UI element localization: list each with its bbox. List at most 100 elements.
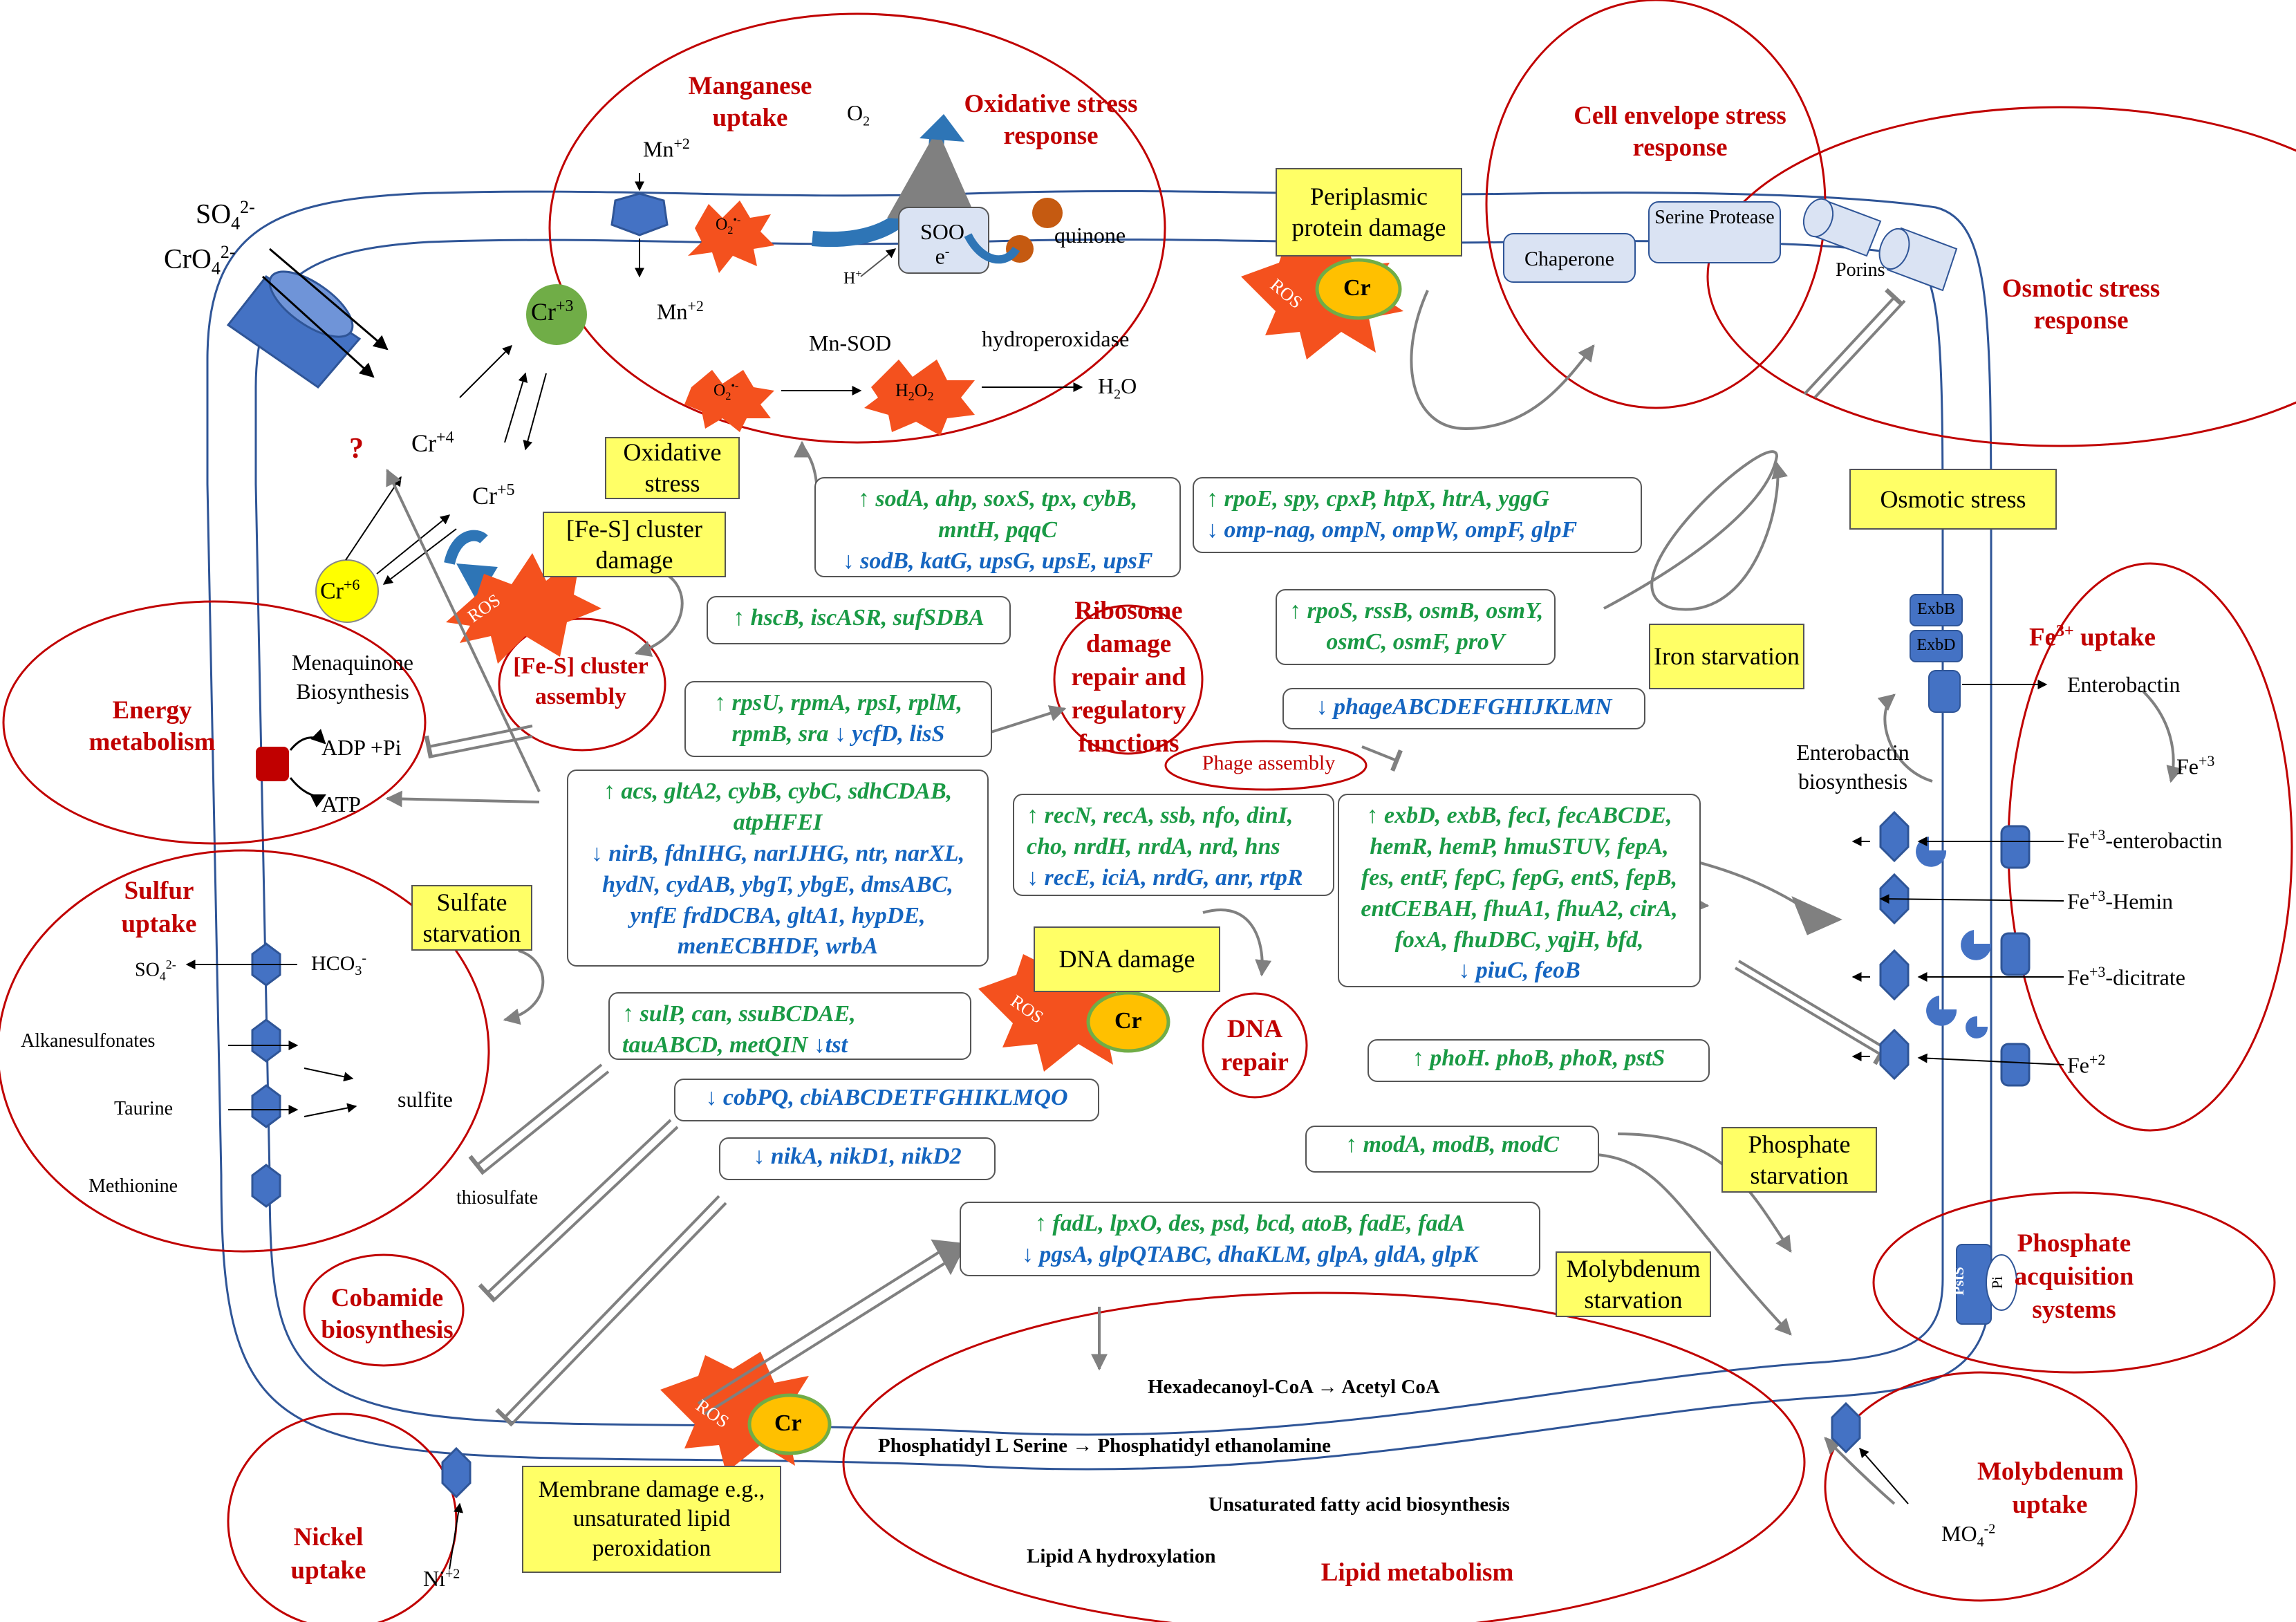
gene-line: ↑ fadL, lpxO, des, psd, bcd, atoB, fadE,… (1034, 1211, 1466, 1236)
gene-line: ↑ rpoE, spy, cpxP, htpX, htrA, yggG (1206, 486, 1549, 512)
gene-line: entCEBAH, fhuA1, fhuA2, cirA, (1361, 895, 1678, 922)
genes-envelope: ↑ rpoE, spy, cpxP, htpX, htrA, yggG ↓ omp… (1193, 477, 1642, 553)
gene-line: cho, nrdH, nrdA, nrd, hns (1027, 833, 1280, 859)
genes-ribosome: ↑ rpsU, rpmA, rpsI, rplM,rpmB, sra ↓ ycf… (684, 681, 992, 757)
gene-line: ↓ sodB, katG, upsG, upsE, upsF (842, 548, 1153, 574)
label-o2-superoxide-2: O2•- (713, 380, 739, 402)
box-phosphate-starvation: Phosphate starvation (1721, 1127, 1877, 1193)
label-hydroperoxidase: hydroperoxidase (982, 326, 1130, 351)
label-porins: Porins (1836, 259, 1885, 281)
gene-line: ↓ omp-nag, ompN, ompW, ompF, glpF (1206, 516, 1578, 543)
label-taurine: Taurine (114, 1098, 174, 1119)
gene-line: mntH, pqqC (938, 516, 1057, 543)
gene-line: ↓ recE, iciA, nrdG, anr, rtpR (1027, 864, 1303, 891)
gene-line: ↑ acs, gltA2, cybB, cybC, sdhCDAB, (603, 779, 953, 804)
gene-line: foxA, fhuDBC, yqjH, bfd, (1394, 926, 1644, 953)
gene-line: ↑ recN, recA, ssb, nfo, dinI, (1027, 803, 1294, 828)
label-h2o2: H2O2 (895, 380, 934, 404)
gene-line: tauABCD, metQIN ↓tst (622, 1032, 848, 1058)
region-ribosome: Ribosome damage repair and regulatory fu… (1071, 597, 1186, 758)
label-so4: SO42- (196, 197, 255, 234)
label-psts: PstS (1949, 1267, 1967, 1296)
nickel-transporter-icon (441, 1446, 472, 1499)
genes-cobamide: ↓ cobPQ, cbiABCDETFGHIKLMQO (674, 1079, 1099, 1121)
porins-icon (1802, 198, 1958, 292)
gene-line: ↑ sodA, ahp, soxS, tpx, cybB, (857, 486, 1138, 512)
fe-transporter-icons (1879, 810, 2031, 1087)
gene-line: menECBHDF, wrbA (677, 933, 879, 960)
label-cr4: Cr+4 (411, 429, 454, 457)
sulfate-transporter-icon (226, 270, 362, 389)
label-atp: ATP (321, 792, 361, 817)
gene-line: osmC, osmF, proV (1326, 628, 1505, 655)
label-hco3: HCO3- (311, 951, 367, 978)
label-adp: ADP +Pi (321, 735, 402, 760)
label-h2o: H2O (1098, 373, 1137, 402)
label-mn2-out: Mn+2 (657, 297, 704, 324)
serine-protease-box (1648, 201, 1781, 263)
gene-line: ↓ nikA, nikD1, nikD2 (753, 1144, 962, 1169)
region-cell-envelope: Cell envelope stress response (1574, 102, 1786, 162)
label-fe2: Fe+2 (2067, 1051, 2106, 1078)
label-cr-periplasmic: Cr (1343, 275, 1371, 301)
label-cr-dna: Cr (1114, 1008, 1142, 1034)
label-fe3-dicitrate: Fe+3-dicitrate (2067, 963, 2185, 990)
label-cr6: Cr+6 (320, 576, 360, 604)
genes-osmotic: ↑ rpoS, rssB, osmB, osmY,osmC, osmF, pro… (1276, 589, 1556, 665)
label-cr3: Cr+3 (531, 297, 574, 326)
cr3-circle (526, 284, 587, 345)
gene-line: ↑ phoH. phoB, phoR, pstS (1412, 1045, 1665, 1071)
label-mo4: MO4-2 (1941, 1521, 1996, 1550)
gene-line: ↑ modA, modB, modC (1345, 1132, 1559, 1157)
cr6-circle (315, 559, 379, 623)
region-osmotic-stress-response: Osmotic stress response (2001, 274, 2160, 335)
box-molybdenum-starvation: Molybdenum starvation (1556, 1251, 1711, 1317)
label-lipid-a: Lipid A hydroxylation (1027, 1545, 1216, 1567)
gene-line: rpmB, sra ↓ ycfD, lisS (731, 720, 945, 747)
gene-line: ↑ exbD, exbB, fecI, fecABCDE, (1366, 803, 1672, 828)
atp-synthase-icon (256, 747, 289, 781)
label-fe3-hemin: Fe+3-Hemin (2067, 887, 2174, 914)
region-phosphate-acquisition: Phosphate acquisition systems (2014, 1229, 2134, 1325)
gene-line: ↓ pgsA, glpQTABC, dhaKLM, glpA, gldA, gl… (1021, 1241, 1479, 1267)
molybdenum-transporter-icon (1831, 1401, 1861, 1454)
region-molybdenum-uptake: Molybdenum uptake (1977, 1457, 2124, 1520)
label-pi: Pi (1988, 1276, 2006, 1289)
box-membrane-damage: Membrane damage e.g., unsaturated lipid … (522, 1466, 781, 1573)
superoxide-burst-icon (688, 201, 774, 273)
region-sulfur-uptake: Sulfur uptake (121, 877, 197, 939)
cr-ion-dna (1086, 991, 1170, 1053)
gene-line: ↓ nirB, fdnIHG, narIJHG, ntr, narXL, (590, 840, 965, 866)
label-thiosulfate: thiosulfate (456, 1187, 539, 1209)
genes-fes: ↑ hscB, iscASR, sufSDBA (707, 596, 1011, 644)
gene-line: hydN, cydAB, ybgT, ybgE, dmsABC, (602, 871, 953, 897)
label-menaquinone: Menaquinone Biosynthesis (292, 650, 413, 704)
box-fes-damage: [Fe-S] cluster damage (543, 512, 726, 577)
box-dna-damage: DNA damage (1034, 926, 1220, 992)
label-chaperone: Chaperone (1524, 248, 1614, 270)
label-fe3-enterobactin: Fe+3-enterobactin (2067, 826, 2223, 853)
gene-line: ↓ phageABCDEFGHIJKLMN (1316, 694, 1612, 720)
label-enterobactin: Enterobactin (2067, 672, 2181, 697)
h2o2-burst-icon (864, 360, 975, 436)
label-sulfite: sulfite (398, 1087, 453, 1112)
label-hplus: H+ (843, 268, 862, 288)
region-fes-assembly: [Fe-S] cluster assembly (513, 653, 648, 710)
region-manganese-uptake: Manganese uptake (688, 72, 812, 133)
label-o2-superoxide: O2•- (716, 214, 741, 236)
label-mnsod: Mn-SOD (809, 330, 892, 355)
gene-line: fes, entF, fepC, fepG, entS, fepB, (1361, 864, 1678, 891)
gene-line: ↑ sulP, can, ssuBCDAE, (622, 1001, 856, 1027)
region-cobamide: Cobamide biosynthesis (321, 1284, 454, 1345)
exbd-box (1910, 630, 1963, 662)
exbb-box (1910, 594, 1963, 626)
box-osmotic-stress: Osmotic stress (1849, 469, 2057, 530)
gene-line: hemR, hemP, hmuSTUV, fepA, (1370, 833, 1669, 859)
pi-icon (1986, 1254, 2017, 1311)
label-serine-protease: Serine Protease (1654, 207, 1775, 228)
region-oxidative-stress-response: Oxidative stress response (964, 90, 1138, 151)
gene-line: ↑ hscB, iscASR, sufSDBA (733, 605, 984, 631)
